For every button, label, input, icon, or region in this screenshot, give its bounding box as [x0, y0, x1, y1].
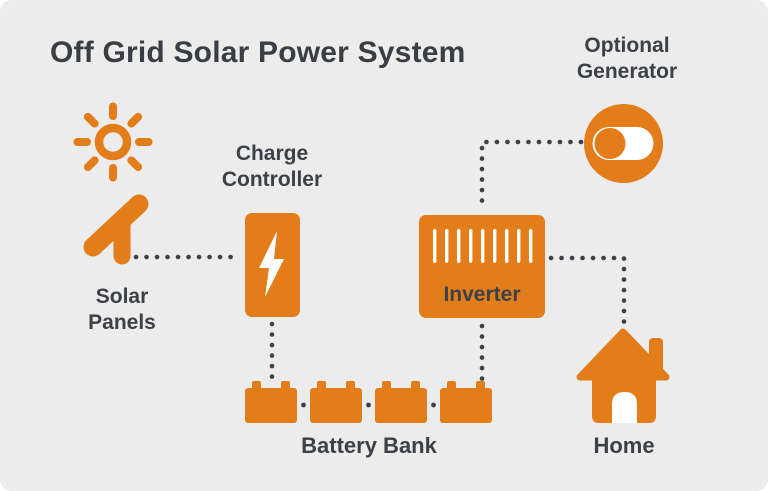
- connection-inverter-to-home: [548, 255, 627, 329]
- home-label: Home: [593, 433, 655, 458]
- battery-icon: [440, 381, 492, 423]
- battery-icon: [310, 381, 362, 423]
- battery-link-dot: [431, 402, 436, 408]
- battery-bank-label: Battery Bank: [301, 433, 437, 458]
- battery-link-dot: [301, 402, 306, 408]
- charge-controller-icon: [245, 213, 300, 317]
- battery-icon: [375, 381, 427, 423]
- solar-panels-label: Solar Panels: [88, 285, 156, 334]
- inverter-vent-fins: [433, 229, 533, 263]
- battery-bank-icons: [245, 381, 492, 423]
- home-icon: [576, 328, 670, 423]
- optional-generator-label: Optional Generator: [576, 34, 678, 83]
- solar-panel-icon: [83, 194, 149, 265]
- page-title: Off Grid Solar Power System: [50, 36, 466, 69]
- lightning-bolt-icon: [259, 231, 284, 297]
- inverter-icon: [419, 215, 545, 318]
- battery-icon: [245, 381, 297, 423]
- charge-controller-label: Charge Controller: [221, 142, 323, 191]
- inverter-label: Inverter: [443, 283, 521, 306]
- door: [612, 392, 637, 423]
- sun-icon: [73, 102, 153, 182]
- toggle-knob: [594, 128, 626, 159]
- battery-link-dot: [366, 402, 371, 408]
- connection-generator-to-inverter: [479, 139, 584, 210]
- generator-toggle-icon: [584, 104, 663, 183]
